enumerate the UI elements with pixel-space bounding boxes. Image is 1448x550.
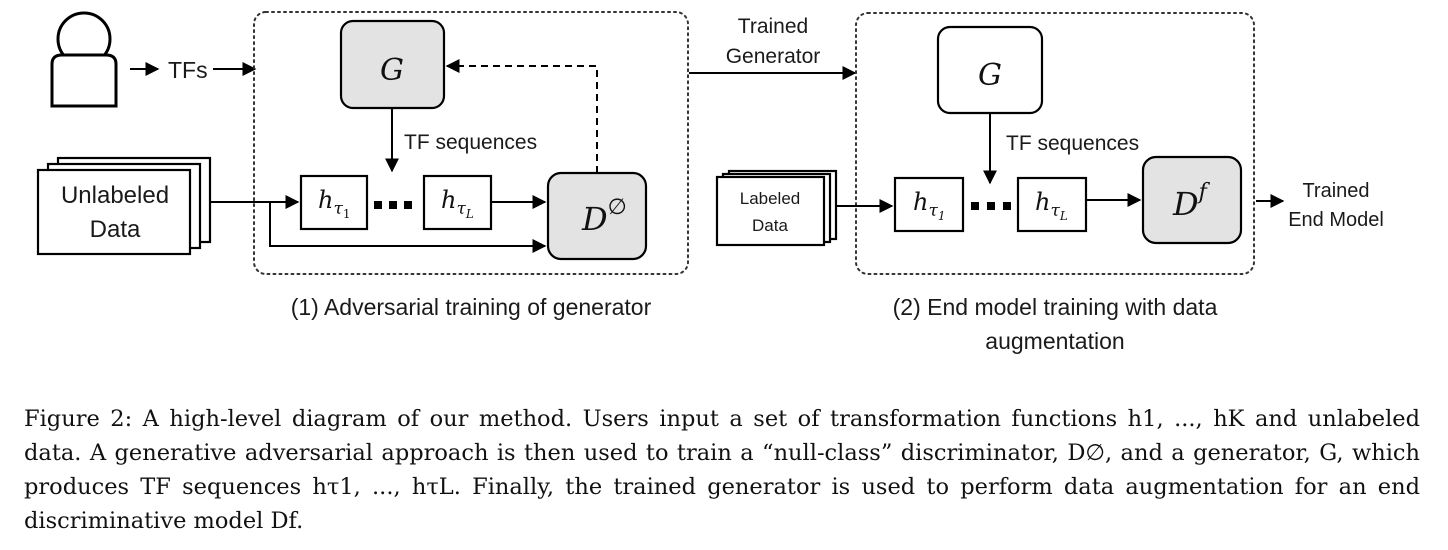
stage2-caption-line2: augmentation	[985, 328, 1124, 354]
unlabeled-data-line2: Data	[90, 216, 141, 243]
labeled-data-line1: Labeled	[740, 189, 801, 208]
generator-box-stage1: G	[339, 19, 446, 110]
figure-caption: Figure 2: A high-level diagram of our me…	[24, 402, 1420, 538]
svg-text:hτ1: hτ1	[318, 186, 351, 221]
svg-text:hτL: hτL	[441, 186, 474, 221]
discriminator-feedback-arrow	[445, 59, 598, 173]
svg-text:hτL: hτL	[1035, 188, 1068, 223]
stage1-caption: (1) Adversarial training of generator	[291, 294, 652, 320]
h-tau-1-box-stage1: hτ1	[299, 174, 369, 231]
trained-generator-label-line2: Generator	[726, 45, 821, 68]
stage2-container	[855, 12, 1255, 275]
tf-sequences-label-stage2: TF sequences	[1006, 132, 1139, 155]
h-tau-L-box-stage1: hτL	[422, 174, 493, 231]
labeled-data-stack: Labeled Data	[715, 169, 838, 247]
stage2-caption-line1: (2) End model training with data	[893, 294, 1218, 320]
trained-end-model-line1: Trained	[1302, 180, 1369, 202]
ellipsis-dots-stage1	[374, 201, 412, 209]
tf-sequences-label-stage1: TF sequences	[404, 131, 537, 154]
user-icon	[50, 11, 118, 108]
svg-text:hτ1: hτ1	[913, 188, 946, 223]
figure-label: Figure 2:	[24, 406, 133, 432]
generator-symbol-stage2: G	[978, 58, 1002, 93]
unlabeled-data-stack: Unlabeled Data	[36, 156, 212, 256]
svg-text:D∅: D∅	[581, 195, 627, 238]
unlabeled-data-line1: Unlabeled	[61, 182, 169, 209]
method-diagram: TFs Unlabeled Data G TF sequences hτ1 hτ…	[36, 11, 1384, 354]
generator-box-stage2: G	[936, 25, 1044, 115]
tfs-label: TFs	[168, 57, 208, 83]
svg-text:Df: Df	[1172, 180, 1211, 223]
h-tau-L-box-stage2: hτL	[1016, 176, 1088, 233]
null-discriminator-box: D∅	[546, 171, 648, 261]
generator-symbol: G	[380, 53, 404, 88]
trained-end-model-line2: End Model	[1288, 209, 1384, 231]
unlabeled-to-discriminator-arrow	[269, 202, 547, 253]
figure-caption-text: A high-level diagram of our method. User…	[24, 406, 1421, 534]
h-tau-1-box-stage2: hτ1	[893, 176, 965, 233]
ellipsis-dots-stage2	[971, 202, 1011, 210]
labeled-data-line2: Data	[752, 216, 788, 235]
end-discriminator-box: Df	[1141, 155, 1243, 245]
stage1-container	[253, 11, 689, 275]
trained-generator-label-line1: Trained	[738, 15, 808, 38]
